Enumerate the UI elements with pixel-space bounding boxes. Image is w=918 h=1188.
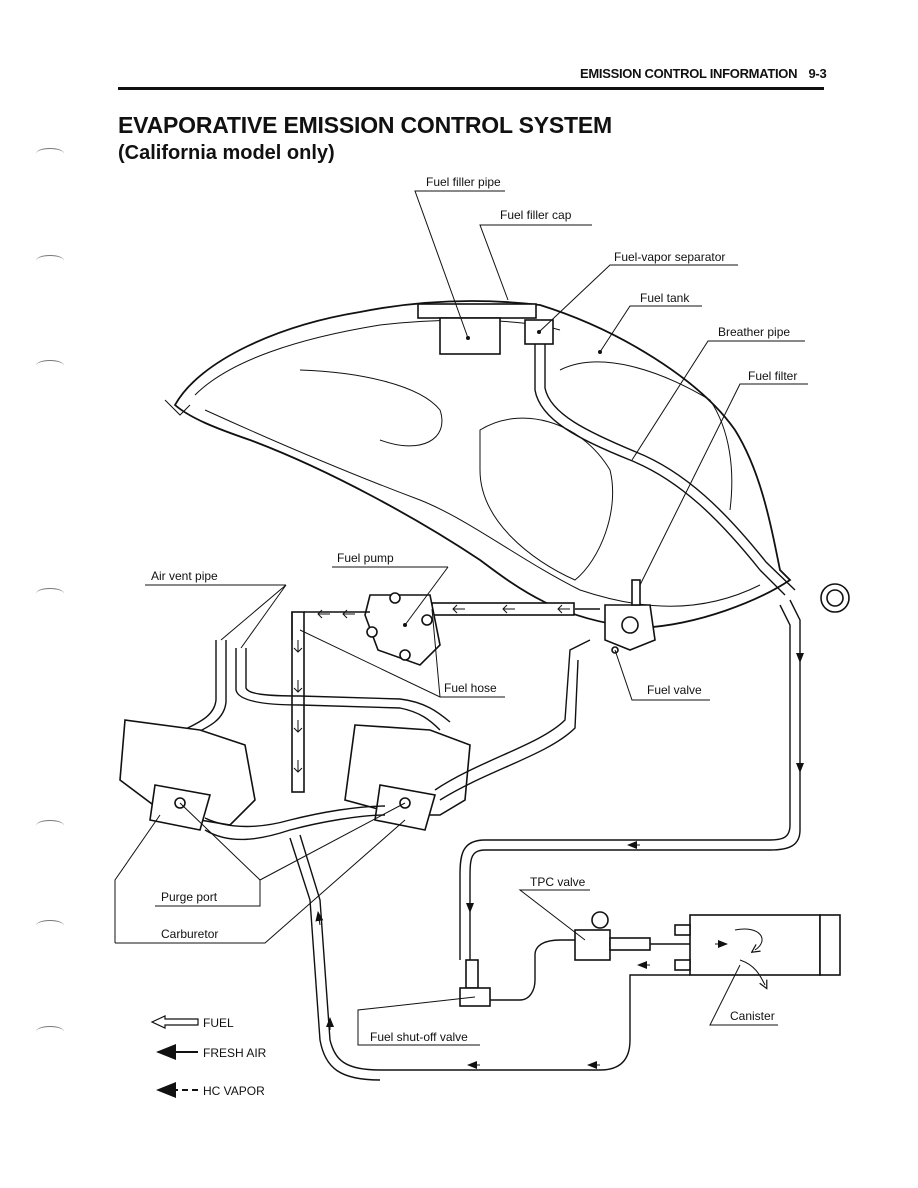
label-fuel-filter: Fuel filter [748,369,797,383]
label-fuel-filler-pipe: Fuel filler pipe [426,175,501,189]
page-header: EMISSION CONTROL INFORMATION 9-3 [580,66,827,81]
fuel-filler-pipe [439,317,501,355]
legend-hc-vapor-label: HC VAPOR [203,1084,265,1098]
label-fuel-filler-cap: Fuel filler cap [500,208,572,222]
label-fuel-hose: Fuel hose [444,681,497,695]
fuel-valve [604,579,656,654]
fuel-pump [304,592,441,666]
fuel-filter [631,579,641,606]
fuel-hose [291,602,600,793]
binder-mark [36,588,64,599]
label-air-vent-pipe: Air vent pipe [151,569,218,583]
vapor-line [469,599,801,960]
tpc-valve [574,911,690,961]
binder-mark [36,360,64,371]
legend: FUEL FRESH AIR HC VAPOR [150,1015,267,1098]
fuel-shutoff-valve [459,939,590,1007]
legend-fuel-label: FUEL [203,1016,234,1030]
label-purge-port: Purge port [161,890,218,904]
binder-mark [36,1026,64,1037]
canister [674,914,841,985]
legend-fuel-arrow-icon [150,1015,199,1029]
header-rule [118,87,824,90]
label-fuel-shutoff-valve: Fuel shut-off valve [370,1030,468,1044]
label-fuel-pump: Fuel pump [337,551,394,565]
binder-mark [36,920,64,931]
header-section: EMISSION CONTROL INFORMATION [580,66,798,81]
binder-mark [36,820,64,831]
legend-fresh-air-label: FRESH AIR [203,1046,267,1060]
breather-pipe [534,344,786,596]
binder-mark [36,255,64,266]
binder-mark [36,148,64,159]
leader-lines [114,190,808,1046]
label-fuel-valve: Fuel valve [647,683,702,697]
label-carburetor: Carburetor [161,927,218,941]
label-tpc-valve: TPC valve [530,875,586,889]
fresh-air-line [299,834,690,1071]
carburetor-right [344,724,471,831]
carburetor-left [119,719,256,831]
header-page-number: 9-3 [808,66,827,81]
label-breather-pipe: Breather pipe [718,325,790,339]
fuel-tank [164,300,792,629]
fuel-filler-cap [417,303,537,319]
label-fuel-tank: Fuel tank [640,291,690,305]
label-canister: Canister [730,1009,775,1023]
label-fuel-vapor-separator: Fuel-vapor separator [614,250,725,264]
page-title: EVAPORATIVE EMISSION CONTROL SYSTEM [118,112,612,138]
page-subtitle: (California model only) [118,142,335,164]
